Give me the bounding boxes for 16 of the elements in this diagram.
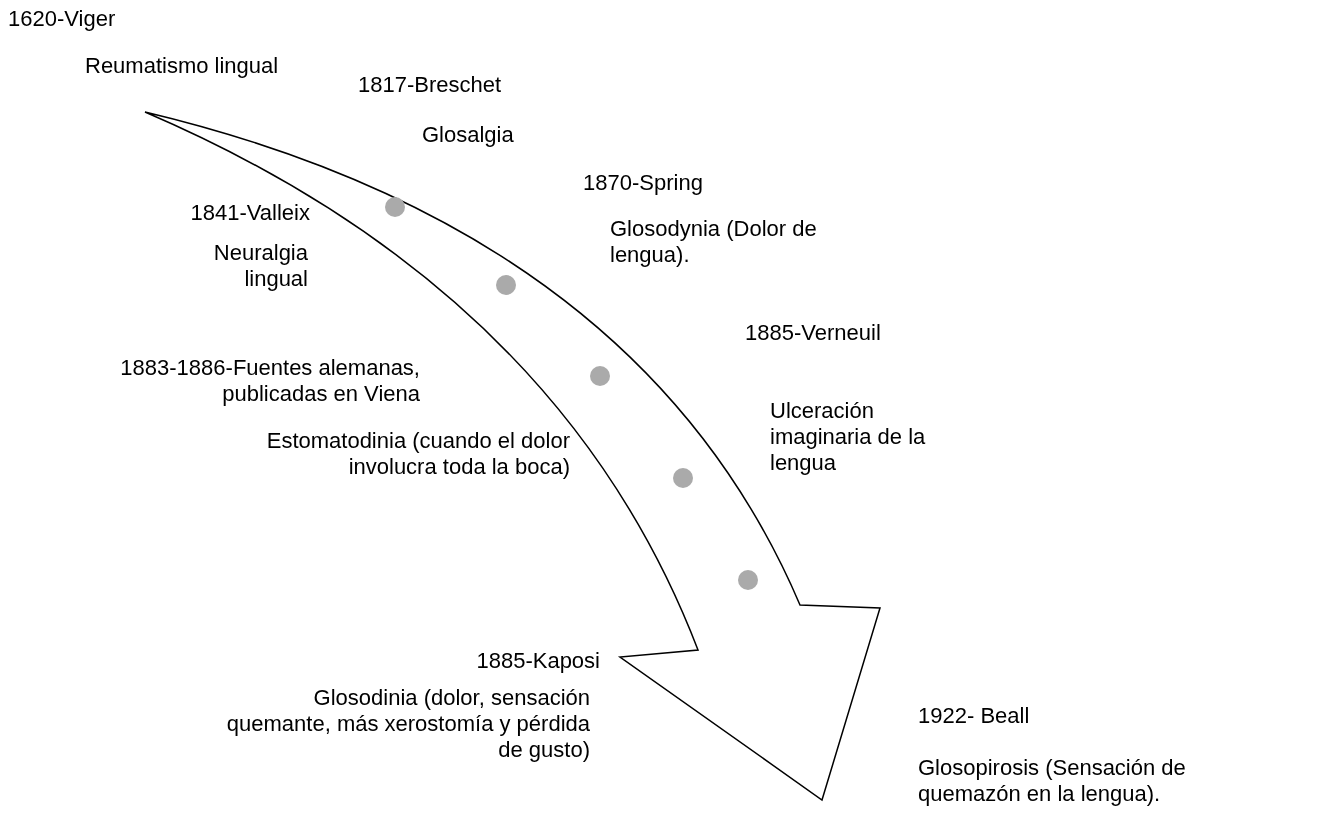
term-label: Neuralgia lingual	[212, 240, 308, 292]
year-name: 1870-Spring	[583, 170, 703, 196]
term-label: Glosalgia	[422, 122, 514, 148]
year-name: 1922- Beall	[918, 703, 1030, 729]
term-label: Glosodinia (dolor, sensación quemante, más xerostomía y pérdida de gusto)	[225, 685, 590, 763]
term-label: Estomatodinia (cuando el dolor involucra toda la boca)	[265, 428, 570, 480]
year-name: 1620-Viger	[8, 6, 116, 32]
term-label: Reumatismo lingual	[85, 53, 279, 79]
year-name: 1883-1886-Fuentes alemanas, publicadas en Viena	[120, 355, 420, 407]
year-name: 1841-Valleix	[189, 200, 310, 226]
year-name: 1885-Kaposi	[475, 648, 600, 674]
year-name: 1817-Breschet	[358, 72, 502, 98]
term-label: Ulceración imaginaria de la lengua	[770, 398, 927, 476]
term-label: Glosodynia (Dolor de lengua).	[610, 216, 818, 268]
year-name: 1885-Verneuil	[745, 320, 881, 346]
term-label: Glosopirosis (Sensación de quemazón en la lengua).	[918, 755, 1187, 807]
